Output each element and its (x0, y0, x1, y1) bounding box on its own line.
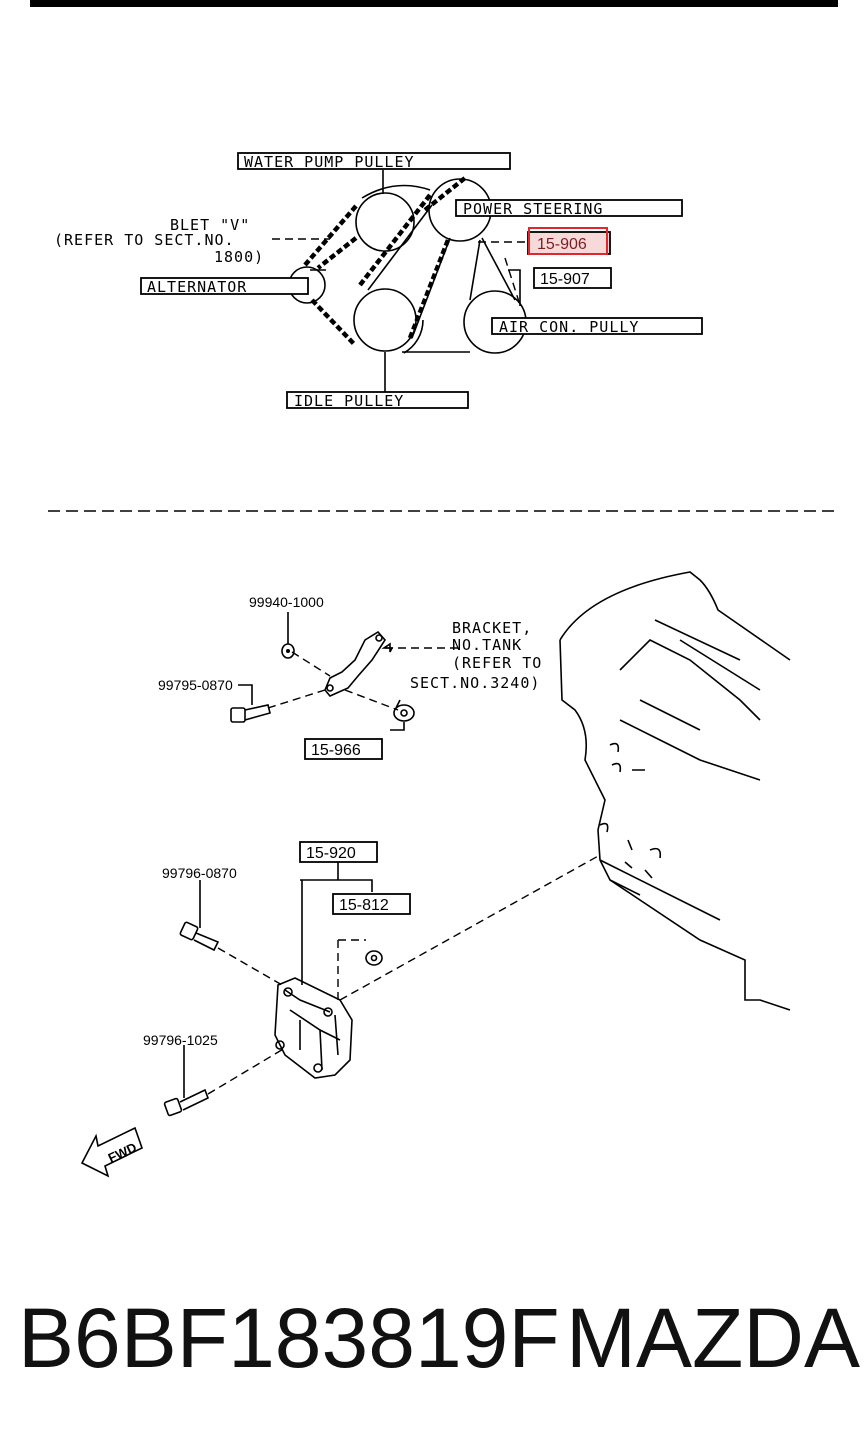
idle-pulley-rim (346, 281, 424, 359)
bolt-99795-drawing (230, 704, 271, 723)
bracket-note-line-1: BRACKET, (452, 619, 532, 637)
upper-mount-dash (267, 647, 460, 711)
power-steering-box (455, 199, 683, 217)
water-pump-label: WATER PUMP PULLEY (244, 153, 415, 171)
ref-15-907-box[interactable] (533, 267, 612, 289)
lower-mount-leaders (183, 862, 373, 1098)
bracket-note-line-3: (REFER TO (452, 654, 542, 672)
fwd-arrow-icon: FWD (80, 1126, 143, 1178)
part-number: B6BF183819F (18, 1291, 560, 1385)
part-99796-0870: 99796-0870 (162, 865, 237, 881)
lower-mount-dash (207, 854, 601, 1095)
fwd-label: FWD (106, 1140, 139, 1166)
part-99795-0870: 99795-0870 (158, 677, 233, 693)
ref-15-966-label[interactable]: 15-966 (311, 742, 361, 759)
upper-mount-leaders (238, 612, 405, 731)
alternator-label: ALTERNATOR (147, 278, 247, 296)
belt-drawing (288, 176, 527, 359)
v-belt-outline (361, 184, 516, 353)
engine-mount-bracket-drawing (274, 977, 353, 1079)
idle-pulley-drawing (353, 288, 417, 352)
idle-pulley-box (286, 391, 469, 409)
nut-15-966-drawing (393, 699, 415, 722)
bracket-note-line-4: SECT.NO.3240) (410, 674, 540, 692)
bracket-drawing (324, 630, 387, 697)
ref-15-920-box[interactable] (299, 841, 378, 863)
water-pump-box (237, 152, 511, 170)
water-pump-pulley-drawing (355, 192, 415, 252)
v-belt-drawing (303, 176, 467, 347)
air-con-box (491, 317, 703, 335)
belt-leader-lines (310, 170, 521, 392)
air-con-label: AIR CON. PULLY (499, 318, 639, 336)
ref-15-812-box[interactable] (332, 893, 411, 915)
power-steering-label: POWER STEERING (463, 200, 603, 218)
ref-15-966-box[interactable] (304, 738, 383, 760)
part-99796-1025: 99796-1025 (143, 1032, 218, 1048)
footer: B6BF183819F MAZDA (0, 1290, 864, 1400)
top-border-bar (30, 0, 838, 7)
nut-15-812-drawing (365, 950, 383, 966)
ref-15-906-label[interactable]: 15-906 (537, 236, 587, 253)
ref-15-812-label[interactable]: 15-812 (339, 897, 389, 914)
engine-block-drawing (559, 571, 791, 1011)
washer-hole (286, 649, 290, 653)
bolt-99796-1025-drawing (163, 1088, 210, 1117)
bolt-99796-0870-drawing (179, 921, 220, 952)
belt-note-line-1: BLET "V" (170, 216, 250, 234)
belt-note-line-2: (REFER TO SECT.NO. (54, 231, 235, 249)
ref-15-907-label[interactable]: 15-907 (540, 271, 590, 288)
brand-name: MAZDA (566, 1291, 860, 1385)
idle-pulley-label: IDLE PULLEY (294, 392, 404, 410)
belt-leader-dash (272, 238, 528, 306)
ref-15-906-highlight (528, 227, 608, 255)
ref-15-920-label[interactable]: 15-920 (306, 845, 356, 862)
part-99940-1000: 99940-1000 (249, 594, 324, 610)
alternator-box (140, 277, 309, 295)
bracket-note-line-2: NO.TANK (452, 636, 522, 654)
belt-note-line-3: 1800) (214, 248, 264, 266)
